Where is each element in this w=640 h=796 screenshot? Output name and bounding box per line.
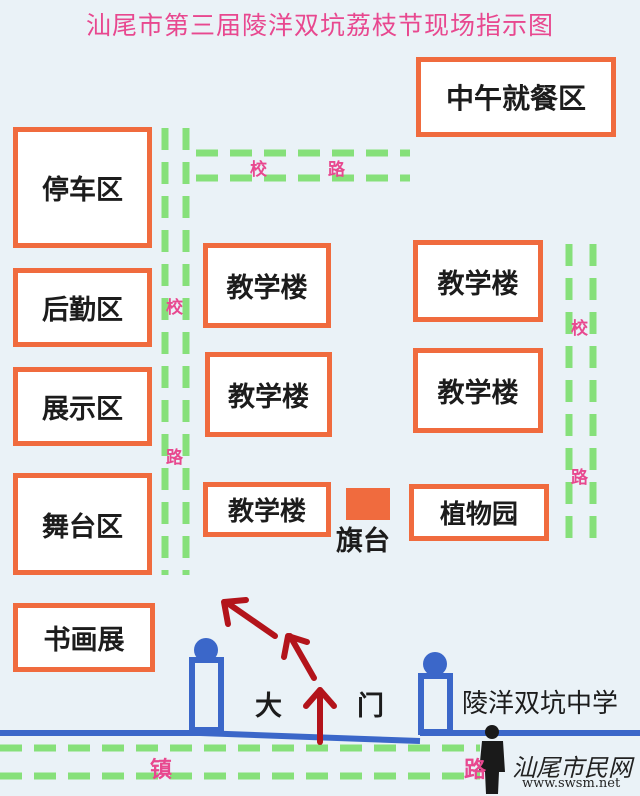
flag-platform (346, 488, 390, 520)
zone-botanical-garden: 植物园 (409, 484, 549, 541)
town-road-label-2: 路 (464, 758, 487, 783)
gate-label-left: 大 (255, 691, 282, 722)
zone-logistics: 后勤区 (13, 268, 152, 347)
wall-gate-line (199, 730, 421, 744)
zone-parking: 停车区 (13, 127, 152, 248)
zone-teaching-building-4: 教学楼 (413, 240, 543, 322)
left-road-label-1: 校 (166, 298, 183, 318)
zone-teaching-building-3: 教学楼 (203, 482, 331, 537)
gate-pillar-left (189, 657, 224, 733)
zone-exhibit: 展示区 (13, 367, 152, 446)
zone-teaching-building-1: 教学楼 (203, 243, 331, 328)
flag-platform-label: 旗台 (336, 526, 390, 557)
right-road-label-2: 路 (571, 468, 588, 488)
zone-teaching-building-5: 教学楼 (413, 348, 543, 433)
zone-calligraphy: 书画展 (13, 603, 155, 672)
top-road-label-1: 校 (250, 160, 267, 180)
arrow-1-head (303, 687, 337, 709)
zone-stage: 舞台区 (13, 473, 152, 575)
zone-lunch: 中午就餐区 (416, 57, 616, 137)
town-road-label-1: 镇 (150, 758, 173, 783)
map-title: 汕尾市第三届陵洋双坑荔枝节现场指示图 (85, 11, 554, 40)
arrow-2-head (281, 633, 310, 660)
left-road-label-2: 路 (166, 448, 183, 468)
gate-label-right: 门 (357, 691, 384, 722)
top-road-label-2: 路 (328, 160, 345, 180)
arrow-2 (287, 633, 317, 681)
arrow-3-head (221, 597, 249, 627)
school-name: 陵洋双坑中学 (462, 689, 619, 719)
gate-pillar-left-cap (194, 638, 218, 662)
gate-pillar-right (418, 673, 453, 735)
person-silhouette-icon (479, 725, 505, 794)
zone-teaching-building-2: 教学楼 (205, 352, 332, 437)
watermark-name: 汕尾市民网 (512, 754, 632, 782)
watermark-url: www.swsm.net (522, 776, 621, 791)
gate-pillar-right-cap (423, 652, 447, 676)
right-road-label-1: 校 (571, 319, 588, 339)
arrow-3 (223, 599, 278, 639)
